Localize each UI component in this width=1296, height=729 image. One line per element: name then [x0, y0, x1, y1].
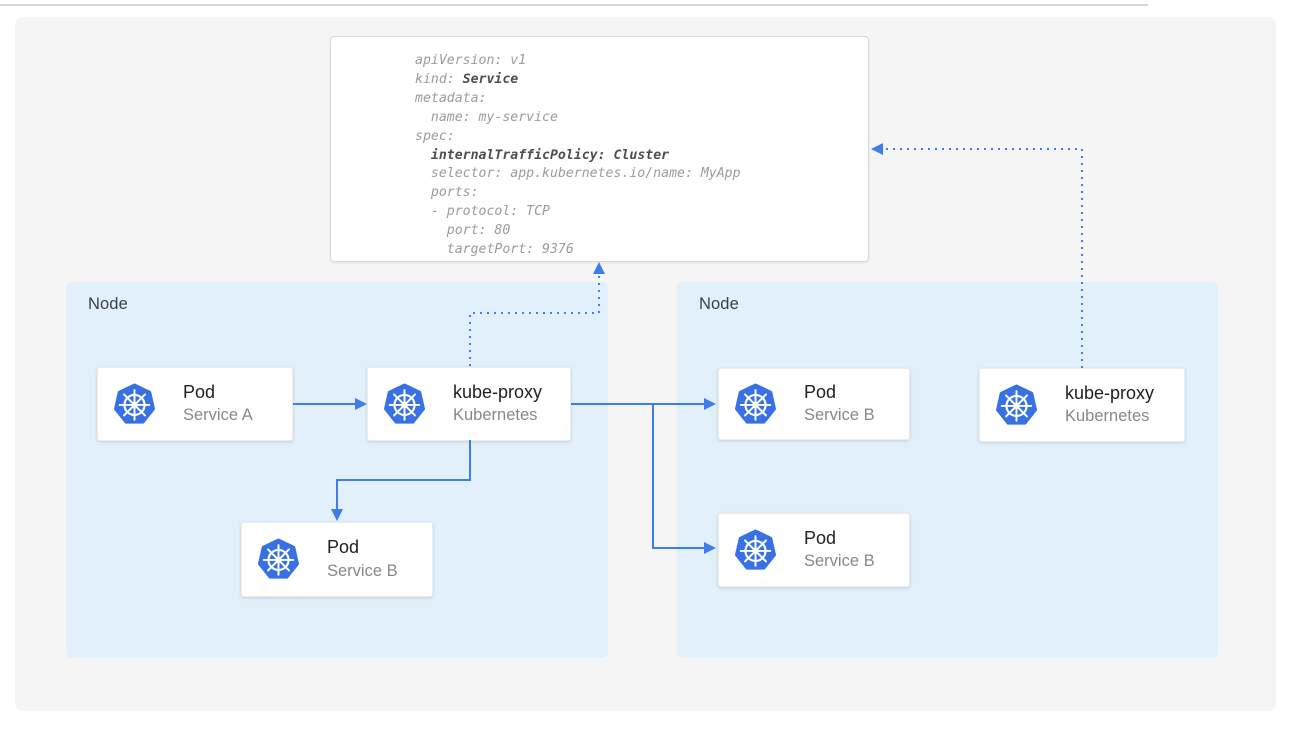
card-kube-proxy-left: kube-proxy Kubernetes [367, 367, 571, 441]
node-left: Node [66, 282, 608, 658]
top-divider [0, 4, 1148, 6]
node-right: Node [677, 282, 1218, 658]
node-right-label: Node [699, 295, 739, 313]
kubernetes-icon [113, 382, 156, 424]
card-subtitle: Service B [804, 406, 875, 425]
card-pod-service-b-left: Pod Service B [241, 522, 433, 597]
card-title: Pod [804, 527, 837, 548]
card-pod-service-b-right-bottom: Pod Service B [718, 513, 910, 587]
card-subtitle: Kubernetes [453, 406, 538, 425]
card-subtitle: Service B [804, 552, 875, 571]
card-title: kube-proxy [453, 381, 543, 402]
service-yaml-box: apiVersion: v1 kind: Service metadata: nam… [330, 36, 869, 262]
card-title: Pod [804, 381, 837, 402]
node-left-label: Node [88, 295, 128, 313]
card-title: kube-proxy [1065, 382, 1155, 403]
card-kube-proxy-right: kube-proxy Kubernetes [979, 368, 1185, 442]
card-title: Pod [183, 381, 216, 402]
code-line: - protocol: TCP [415, 204, 550, 220]
code-line: metadata: [415, 90, 487, 106]
kubernetes-icon [734, 528, 777, 570]
card-pod-service-a: Pod Service A [97, 367, 293, 441]
code-line: kind: Service [415, 71, 519, 87]
card-subtitle: Service B [327, 561, 398, 580]
code-line: targetPort: 9376 [415, 242, 574, 258]
card-text: Pod Service B [327, 537, 398, 581]
card-title: Pod [327, 537, 360, 558]
code-line: apiVersion: v1 [415, 53, 527, 68]
code-line: internalTrafficPolicy: Cluster [430, 147, 670, 163]
code-line: spec: [415, 128, 455, 144]
code-line: selector: app.kubernetes.io/name: MyApp [415, 166, 741, 182]
yaml-code: apiVersion: v1 kind: Service metadata: nam… [415, 52, 741, 260]
card-subtitle: Service A [183, 406, 253, 425]
kubernetes-icon [734, 382, 777, 424]
kubernetes-icon [995, 383, 1038, 425]
card-subtitle: Kubernetes [1065, 407, 1150, 426]
code-line: port: 80 [415, 223, 511, 239]
kubernetes-icon [257, 538, 300, 579]
kubernetes-icon [383, 382, 426, 424]
code-line: ports: [415, 185, 479, 201]
code-line: name: my-service [415, 109, 558, 125]
card-text: kube-proxy Kubernetes [1065, 383, 1154, 427]
card-text: Pod Service B [804, 382, 875, 426]
card-text: kube-proxy Kubernetes [453, 382, 542, 426]
card-text: Pod Service A [183, 382, 253, 426]
card-text: Pod Service B [804, 528, 875, 572]
card-pod-service-b-right-top: Pod Service B [718, 368, 910, 440]
